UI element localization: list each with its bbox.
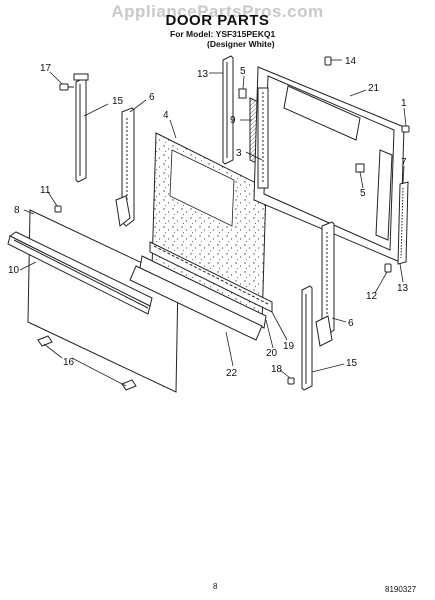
part-18-screw — [287, 377, 295, 385]
callout-13-lower: 13 — [397, 283, 409, 294]
callout-5-lower: 5 — [360, 188, 366, 199]
callout-8: 8 — [14, 205, 20, 216]
leader-lines — [19, 59, 407, 387]
callout-21: 21 — [368, 83, 380, 94]
callout-12: 12 — [366, 291, 378, 302]
part-13-side-channel-left — [222, 55, 234, 165]
model-line: For Model: YSF315PEKQ1 — [170, 29, 276, 39]
part-19-vent-trim — [139, 255, 267, 329]
callout-19: 19 — [283, 341, 295, 352]
part-16-end-caps — [37, 335, 137, 391]
callout-22: 22 — [226, 368, 238, 379]
callout-14: 14 — [345, 56, 357, 67]
part-12-screw — [384, 263, 392, 273]
callout-1: 1 — [401, 98, 407, 109]
callout-7: 7 — [401, 157, 407, 168]
callout-13-top: 13 — [197, 69, 209, 80]
callout-9: 9 — [230, 115, 236, 126]
callout-labels: 17 15 6 4 13 5 14 21 9 1 3 5 7 11 8 10 1… — [8, 56, 409, 379]
part-7-gasket — [397, 181, 409, 265]
page-title: DOOR PARTS — [165, 12, 270, 29]
part-15-hinge-receiver-left — [73, 73, 89, 183]
part-5-clip-lower — [355, 163, 365, 173]
part-10-handle — [7, 231, 153, 315]
part-1-screw — [401, 125, 410, 133]
callout-5-top: 5 — [240, 66, 246, 77]
variant-line: (Designer White) — [207, 39, 275, 49]
callout-4: 4 — [163, 110, 169, 121]
part-15-hinge-receiver-right — [301, 285, 313, 391]
part-22-bottom-trim — [129, 265, 263, 341]
part-11-screw — [54, 205, 62, 213]
callout-15-right: 15 — [346, 358, 358, 369]
callout-17: 17 — [40, 63, 52, 74]
callout-20: 20 — [266, 348, 278, 359]
callout-18: 18 — [271, 364, 283, 375]
part-5-clip-top — [238, 88, 247, 99]
part-6-hinge-right — [315, 221, 335, 347]
callout-16: 16 — [63, 357, 75, 368]
callout-10: 10 — [8, 265, 20, 276]
page-number: 8 — [213, 582, 218, 591]
document-number: 8190327 — [385, 585, 417, 594]
callout-6-right: 6 — [348, 318, 354, 329]
callout-3: 3 — [236, 148, 242, 159]
watermark: AppliancePartsPros.com — [111, 2, 324, 21]
callout-6-left: 6 — [149, 92, 155, 103]
callout-15-left: 15 — [112, 96, 124, 107]
part-6-hinge-left — [115, 107, 135, 227]
part-17-screw — [59, 83, 74, 91]
callout-11: 11 — [40, 185, 51, 196]
part-14-screw — [324, 56, 332, 66]
